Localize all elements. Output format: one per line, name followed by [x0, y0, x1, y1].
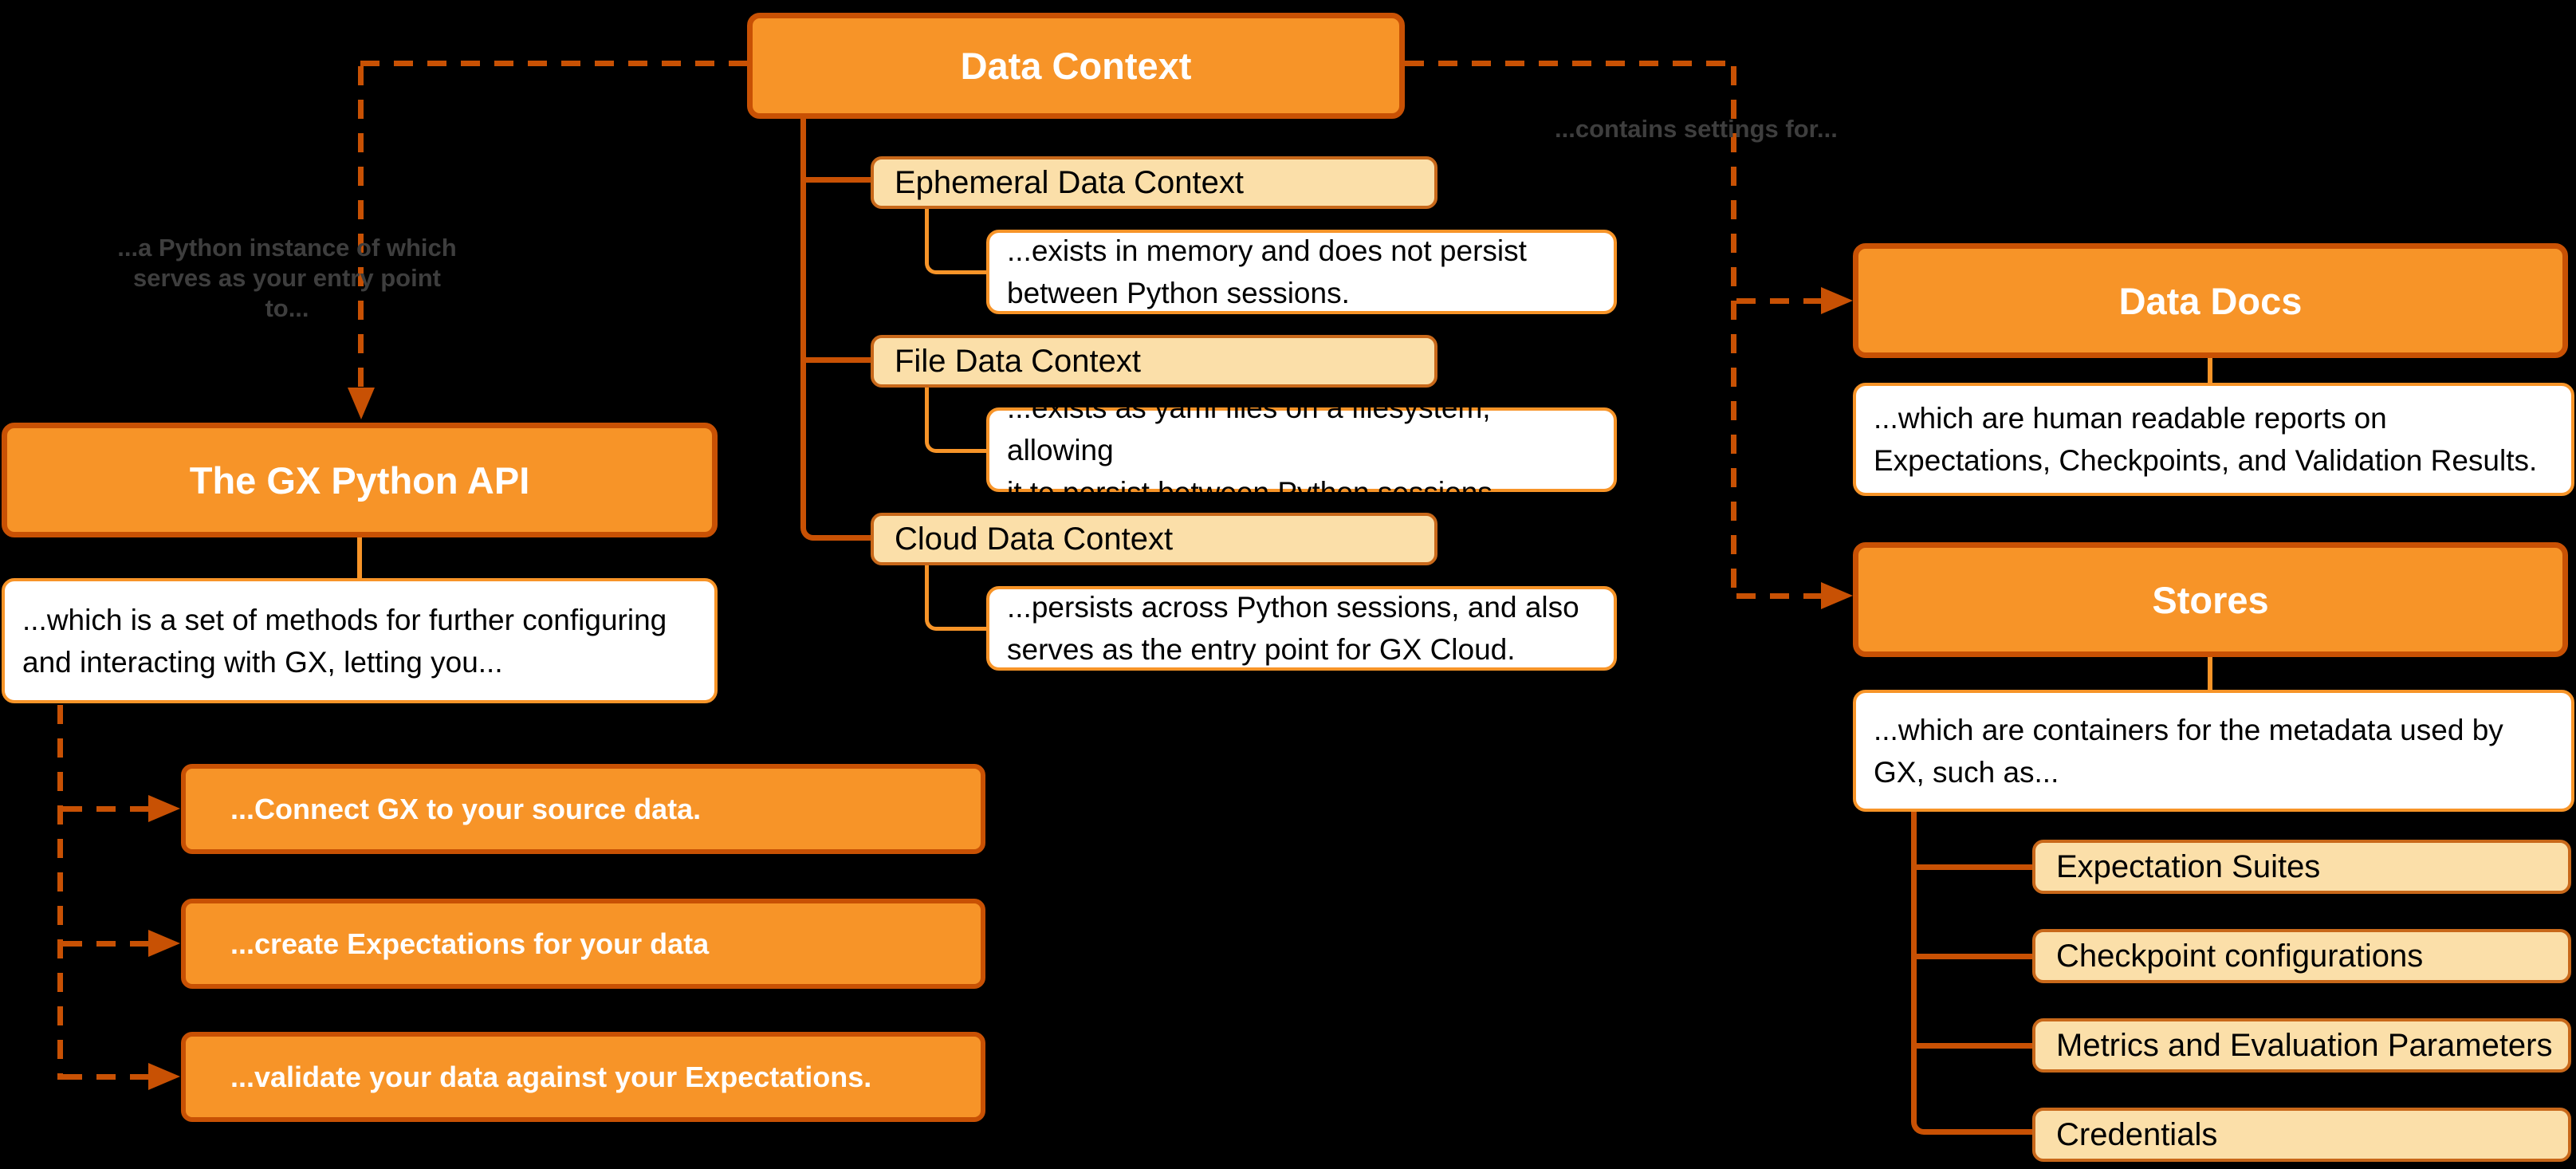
desc-line: Expectations, Checkpoints, and Validatio… [1874, 444, 2538, 477]
arrowhead-icon [148, 930, 180, 957]
edge-data-context-to-cloud [800, 116, 874, 541]
dashed-edge-to-connect [63, 806, 151, 812]
dashed-edge-context-to-right-horizontal [1405, 61, 1733, 66]
edge-data-docs-to-desc [2208, 356, 2212, 384]
desc-line: ...which is a set of methods for further… [22, 603, 667, 636]
desc-line: ...which are human readable reports on [1874, 402, 2387, 435]
edge-gx-api-to-desc [357, 536, 362, 580]
arrowhead-icon [148, 795, 180, 822]
desc-line: it to persist between Python sessions. [1007, 475, 1501, 509]
arrowhead-icon [1821, 287, 1853, 314]
edge-stores-to-desc [2208, 655, 2212, 691]
desc-gx-python-api: ...which is a set of methods for further… [2, 578, 718, 703]
dashed-edge-context-to-right-vertical [1731, 66, 1736, 596]
edge-stores-to-credentials [1911, 810, 2032, 1135]
node-expectation-suites: Expectation Suites [2032, 840, 2571, 894]
edge-data-context-to-file [800, 357, 874, 363]
node-action-connect: ...Connect GX to your source data. [181, 764, 985, 854]
node-cloud-data-context: Cloud Data Context [871, 513, 1437, 565]
dashed-edge-context-to-api-vertical [358, 66, 364, 387]
desc-line: serves as the entry point for GX Cloud. [1007, 633, 1516, 666]
node-stores: Stores [1853, 542, 2568, 657]
node-metrics-evaluation-parameters: Metrics and Evaluation Parameters [2032, 1018, 2571, 1073]
edge-cloud-to-desc [925, 564, 987, 631]
desc-line: ...which are containers for the metadata… [1874, 713, 2503, 746]
node-credentials: Credentials [2032, 1108, 2571, 1162]
dashed-edge-context-to-api-horizontal [360, 61, 747, 66]
desc-line: and interacting with GX, letting you... [22, 645, 503, 679]
edge-label-line: serves as your entry point to... [133, 264, 441, 322]
desc-data-docs: ...which are human readable reports on E… [1853, 383, 2574, 496]
arrowhead-icon [148, 1063, 180, 1090]
desc-file-data-context: ...exists as yaml files on a filesystem,… [986, 392, 1617, 509]
edge-file-to-desc [925, 386, 987, 453]
node-action-create-expectations: ...create Expectations for your data [181, 899, 985, 989]
desc-cloud-data-context: ...persists across Python sessions, and … [986, 586, 1617, 671]
node-checkpoint-configurations: Checkpoint configurations [2032, 929, 2571, 983]
desc-line: ...exists as yaml files on a filesystem,… [1007, 391, 1491, 466]
dashed-edge-to-stores [1736, 593, 1824, 599]
edge-stores-to-checkpoint-configs [1911, 954, 2032, 959]
dashed-edge-api-actions-vertical [57, 705, 63, 1080]
desc-line: GX, such as... [1874, 755, 2059, 789]
desc-stores: ...which are containers for the metadata… [1853, 690, 2574, 812]
dashed-edge-to-data-docs [1736, 298, 1824, 304]
dashed-edge-to-create [63, 941, 151, 947]
arrowhead-icon [348, 388, 375, 419]
node-ephemeral-data-context: Ephemeral Data Context [871, 156, 1437, 209]
edge-stores-to-metrics [1911, 1043, 2032, 1049]
dashed-edge-to-validate [63, 1074, 151, 1080]
arrowhead-icon [1821, 582, 1853, 609]
desc-line: ...exists in memory and does not persist [1007, 234, 1527, 267]
node-gx-python-api: The GX Python API [2, 423, 718, 537]
edge-label-line: ...a Python instance of which [117, 234, 457, 262]
node-file-data-context: File Data Context [871, 335, 1437, 388]
edge-label-contains-settings: ...contains settings for... [1555, 115, 1838, 143]
node-data-docs: Data Docs [1853, 243, 2568, 358]
desc-line: between Python sessions. [1007, 277, 1350, 309]
edge-data-context-to-ephemeral [800, 177, 874, 183]
node-action-validate: ...validate your data against your Expec… [181, 1032, 985, 1122]
edge-ephemeral-to-desc [925, 207, 987, 274]
desc-ephemeral-data-context: ...exists in memory and does not persist… [986, 230, 1617, 314]
edge-stores-to-expectation-suites [1911, 864, 2032, 870]
node-data-context: Data Context [747, 13, 1405, 119]
edge-label-python-instance: ...a Python instance of which serves as … [112, 233, 462, 324]
desc-line: ...persists across Python sessions, and … [1007, 591, 1579, 624]
